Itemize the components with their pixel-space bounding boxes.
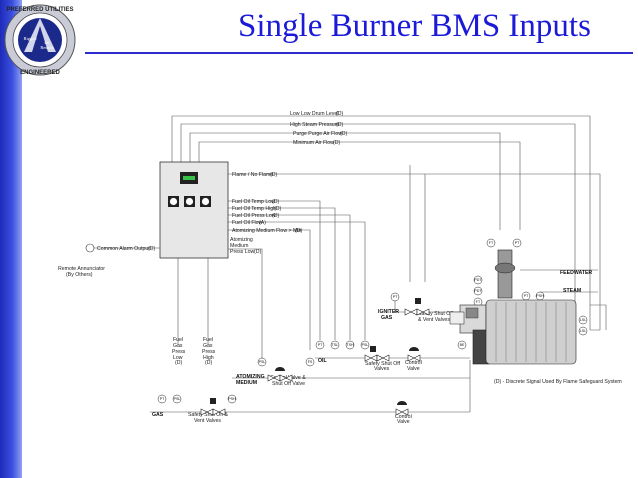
instrument-tags (157, 238, 588, 404)
tag-psh-steam: PSH (536, 294, 544, 298)
gas-high-line2: Gas (203, 343, 213, 349)
oil-control-line1: Control (405, 360, 422, 366)
tag-psl-atom: PSL (259, 360, 266, 364)
tag-pdt-1: PDT (474, 278, 482, 282)
label-minimum-air-flow: Minimum Air Flow (293, 140, 334, 146)
atomizing-valve-line2: Shut Off Valve (272, 381, 305, 387)
sidebar-band (0, 0, 22, 478)
tag-pt-steam: PT (524, 294, 529, 298)
label-low-low-drum: Low Low Drum Level (290, 111, 338, 117)
oil-control-line2: Valve (407, 366, 420, 372)
tag-fs-oil: FS (308, 360, 313, 364)
logo-bottom-text: ENGINEERED (20, 70, 60, 76)
igniter-transformer (449, 311, 465, 325)
cabinet-display-screen (183, 176, 195, 180)
logo-center-line1: Rigged (24, 36, 38, 41)
logo-top-text: PREFERRED UTILITIES (6, 7, 73, 13)
gas-control-line1: Control (395, 414, 412, 420)
label-atom-press-line1: Atomizing (230, 237, 253, 243)
igniter-valve-line1: Safety Shut Off (418, 311, 454, 317)
oil-safety-line1: Safety Shut Off (365, 361, 401, 367)
note-atom-press: (D) (254, 249, 261, 255)
igniter-gas-label: GAS (381, 315, 393, 321)
gas-high-line3: Press (202, 349, 216, 355)
steam-label: STEAM (563, 288, 581, 294)
label-annunciator-line2: (By Others) (66, 272, 93, 278)
note-oil-temp-high: (D) (274, 206, 281, 212)
tag-ft-upper: FT (489, 241, 494, 245)
alarm-horn-icon (85, 243, 95, 253)
atomizing-medium-label: MEDIUM (236, 380, 257, 386)
tag-pt-igniter: PT (393, 295, 398, 299)
tag-psh-gas: PSH (228, 397, 236, 401)
note-atomizing-flow: (D) (295, 228, 302, 234)
igniter-valve-line2: & Vent Valves (418, 317, 450, 323)
label-oil-flow: Fuel Oil Flow (232, 220, 263, 226)
gas-safety-line2: Vent Valves (194, 418, 221, 424)
tag-psl-oil: PSL (362, 343, 369, 347)
note-high-steam: (D) (336, 122, 343, 128)
label-flame: Flame / No Flame (232, 172, 273, 178)
boiler-unit (459, 249, 577, 365)
label-common-alarm: Common Alarm Output (97, 246, 150, 252)
label-atom-press-line3: Press Low (230, 249, 254, 255)
label-atomizing-flow: Atomizing Medium Flow > Min (232, 228, 301, 234)
tag-psl-gas: PSL (174, 397, 181, 401)
legend-text: (D) - Discrete Signal Used By Flame Safe… (494, 379, 622, 385)
note-common-alarm: (D) (148, 246, 155, 252)
gas-high-line1: Fuel (203, 337, 213, 343)
gas-low-line1: Fuel (173, 337, 183, 343)
note-flame: (D) (270, 172, 277, 178)
actuator-icons (210, 298, 421, 405)
label-atom-press-line2: Medium (230, 243, 248, 249)
tag-lsl-1: LSL (580, 318, 586, 322)
label-annunciator-line1: Remote Annunciator (58, 266, 105, 272)
tag-ft-air: FT (476, 300, 481, 304)
label-oil-press-low: Fuel Oil Press Low (232, 213, 276, 219)
note-oil-flow: (A) (259, 220, 266, 226)
gas-label: GAS (152, 412, 164, 418)
oil-safety-line2: Valves (374, 366, 390, 372)
note-low-low-drum: (D) (336, 111, 343, 117)
note-minimum-air: (D) (333, 140, 340, 146)
label-oil-temp-low: Fuel Oil Temp Low (232, 199, 275, 205)
valve-icons (200, 308, 430, 416)
slide-title: Single Burner BMS Inputs (238, 8, 591, 44)
atomizing-label: ATOMIZING (236, 374, 265, 380)
note-purge-air: (D) (340, 131, 347, 137)
gas-low-line2: Gas (173, 343, 183, 349)
tag-pdt-2: PDT (474, 289, 482, 293)
gas-control-line2: Valve (397, 419, 410, 425)
title-underline (85, 52, 633, 54)
logo-center-line3: Results (40, 45, 54, 50)
label-purge-air-flow: Purge Purge Air Flow (293, 131, 342, 137)
igniter-label: IGNITER (378, 309, 399, 315)
note-oil-press-low: (D) (272, 213, 279, 219)
gas-low-line4: Low (173, 355, 183, 361)
cabinet-gauges (168, 196, 211, 207)
feedwater-label: FEEDWATER (560, 270, 592, 276)
tag-tsl-oil: TSL (332, 343, 339, 347)
tag-be-burner: BE (460, 343, 465, 347)
gas-high-note: (D) (205, 360, 212, 366)
gas-low-line3: Press (172, 349, 186, 355)
tag-lsl-2: LSL (580, 329, 586, 333)
note-oil-temp-low: (D) (272, 199, 279, 205)
tag-pt-oil: PT (318, 343, 323, 347)
oil-label: OIL (318, 358, 327, 364)
logo-center-line2: for (44, 40, 50, 45)
gas-high-line4: High (203, 355, 214, 361)
tag-tsh-oil: TSH (346, 343, 354, 347)
tag-pt-gas: PT (160, 397, 165, 401)
tag-pt-upper: PT (515, 241, 520, 245)
company-logo: PREFERRED UTILITIES ENGINEERED Rigged fo… (4, 4, 76, 76)
label-oil-temp-high: Fuel Oil Temp High (232, 206, 276, 212)
gas-safety-line1: Safety Shut Off & (188, 412, 229, 418)
gas-low-note: (D) (175, 360, 182, 366)
label-high-steam-pressure: High Steam Pressure (290, 122, 339, 128)
